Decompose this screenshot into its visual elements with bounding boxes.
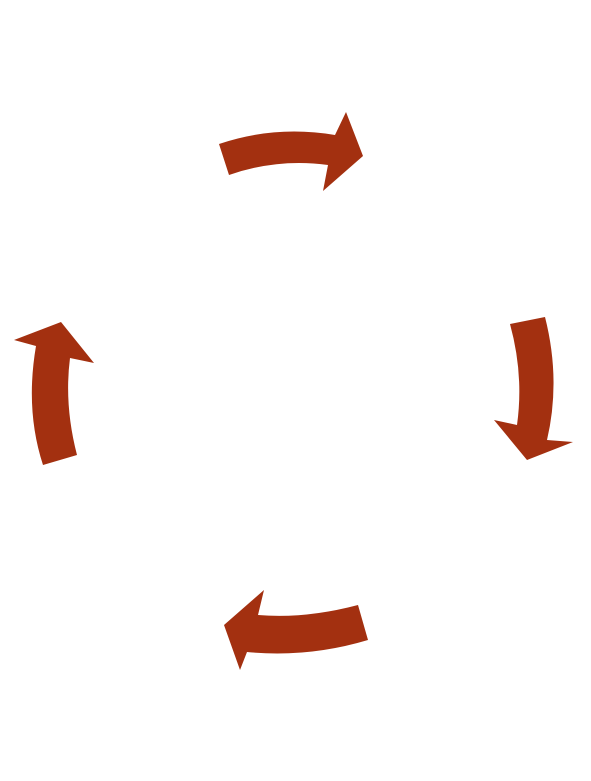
cycle-arrow-top-icon: [219, 112, 363, 191]
cycle-arrow-right-icon: [494, 317, 573, 460]
cycle-arrow-bottom-icon: [224, 590, 368, 670]
cycle-arrow-left-icon: [14, 322, 94, 465]
